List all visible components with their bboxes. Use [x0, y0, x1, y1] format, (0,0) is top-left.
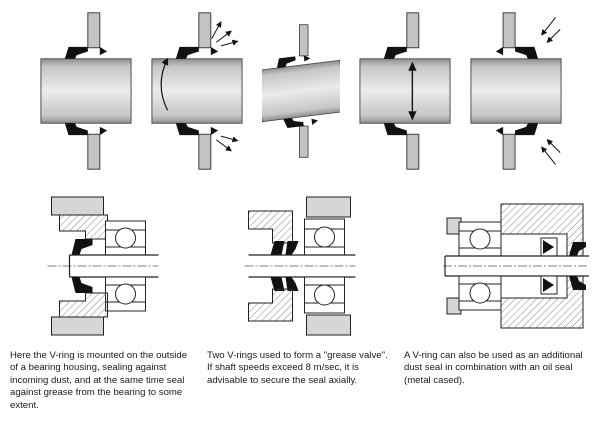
retainer-bottom — [311, 118, 318, 125]
shaft — [470, 58, 562, 124]
diagram-vring-radial-play — [359, 12, 451, 170]
v-ring-seal-top — [383, 46, 407, 59]
housing-section-bottom — [58, 292, 108, 318]
counterface-wall-bottom — [87, 133, 101, 170]
example-2: Two V-rings used to form a "grease valve… — [201, 188, 398, 412]
v-ring-seal-bottom — [515, 123, 539, 136]
counterface-wall-top — [87, 12, 101, 49]
bearing-ball-bottom — [313, 284, 335, 306]
bearing-ball-bottom — [114, 283, 136, 305]
retainer-top — [495, 46, 504, 56]
housing-cover-top — [50, 196, 104, 216]
incoming-dust-arrow — [546, 139, 561, 153]
counterface-wall-top — [198, 12, 212, 49]
oil-seal-lip-bottom — [543, 278, 554, 292]
bearing-ball-top — [469, 228, 491, 250]
retainer-top — [210, 46, 219, 56]
diagram-vring-dust-exclusion — [470, 12, 562, 170]
shaft — [359, 58, 451, 124]
example-3-art — [398, 188, 596, 344]
v-ring-seal-bottom — [283, 118, 304, 129]
tilted-shaft-group — [262, 55, 340, 129]
housing-cover-top — [305, 196, 351, 218]
v-ring-seal-b-bottom — [285, 277, 298, 291]
v-ring-application-diagrams — [0, 0, 600, 176]
retainer-bottom — [210, 126, 219, 136]
v-ring-seal-top — [569, 242, 586, 256]
v-ring-seal-bottom — [383, 123, 407, 136]
bearing-ball-top — [313, 226, 335, 248]
rotation-arrow — [160, 57, 169, 111]
counterface-wall-bottom — [299, 125, 309, 158]
incoming-dust-arrow — [546, 29, 561, 43]
shaft — [262, 59, 340, 123]
shaft — [151, 58, 243, 124]
radial-play-arrowhead-top — [408, 61, 417, 71]
v-ring-seal-bottom — [64, 123, 88, 136]
incoming-dust-arrow — [541, 146, 556, 165]
v-ring-seal-bottom — [71, 277, 92, 293]
retainer-bottom — [99, 126, 108, 136]
caption-2: Two V-rings used to form a "grease valve… — [207, 350, 388, 386]
diagram-vring-flinger — [151, 12, 243, 170]
diagram-vring-with-oil-seal — [443, 203, 589, 329]
diagram-two-vrings-grease-valve — [244, 196, 355, 336]
counterface-wall-bottom — [502, 133, 516, 170]
housing-section-bottom — [500, 275, 584, 329]
spray-arrow — [220, 39, 239, 47]
retainer-bottom — [495, 126, 504, 136]
diagram-vring-basic — [40, 12, 132, 170]
housing-cover-bottom — [50, 316, 104, 336]
counterface-wall-top — [502, 12, 516, 49]
counterface-wall-top — [406, 12, 420, 49]
v-ring-seal-bottom — [175, 123, 199, 136]
v-ring-seal-top — [515, 46, 539, 59]
v-ring-seal-a-top — [270, 241, 284, 255]
example-2-art — [201, 188, 398, 344]
counterface-wall-bottom — [198, 133, 212, 170]
v-ring-seal-b-top — [285, 241, 298, 255]
counterface-wall-top — [299, 24, 309, 57]
bearing-ball-top — [114, 227, 136, 249]
housing-section-top — [500, 203, 584, 257]
v-ring-seal-top — [175, 46, 199, 59]
housing-section-bottom — [247, 288, 293, 322]
v-ring-seal-top — [71, 239, 92, 255]
housing-section-top — [58, 214, 108, 240]
v-ring-seal-bottom — [569, 276, 586, 290]
spray-arrow — [216, 30, 232, 43]
housing-cover-bottom — [305, 314, 351, 336]
oil-seal-lip-top — [543, 240, 554, 254]
diagram-bearing-housing-vring — [47, 196, 158, 336]
spray-arrow — [216, 139, 232, 152]
caption-3: A V-ring can also be used as an addition… — [404, 350, 583, 386]
spray-arrow — [211, 21, 222, 39]
shaft — [40, 58, 132, 124]
counterface-wall-bottom — [406, 133, 420, 170]
retainer-top — [303, 55, 311, 62]
caption-1: Here the V-ring is mounted on the outsid… — [10, 350, 188, 411]
application-examples: Here the V-ring is mounted on the outsid… — [0, 188, 600, 412]
example-1-art — [4, 188, 201, 344]
retainer-top — [99, 46, 108, 56]
spray-arrow — [220, 135, 239, 143]
diagram-vring-misalignment — [262, 24, 340, 158]
bearing-ball-bottom — [469, 282, 491, 304]
v-ring-seal-a-bottom — [270, 277, 284, 291]
v-ring-seal-top — [276, 56, 296, 69]
housing-section-top — [247, 210, 293, 244]
incoming-dust-arrow — [541, 17, 556, 36]
v-ring-seal-top — [64, 46, 88, 59]
example-1: Here the V-ring is mounted on the outsid… — [4, 188, 201, 412]
example-3: A V-ring can also be used as an addition… — [398, 188, 596, 412]
bearing-outer-bottom — [104, 276, 146, 312]
radial-play-arrowhead-bottom — [408, 111, 417, 121]
